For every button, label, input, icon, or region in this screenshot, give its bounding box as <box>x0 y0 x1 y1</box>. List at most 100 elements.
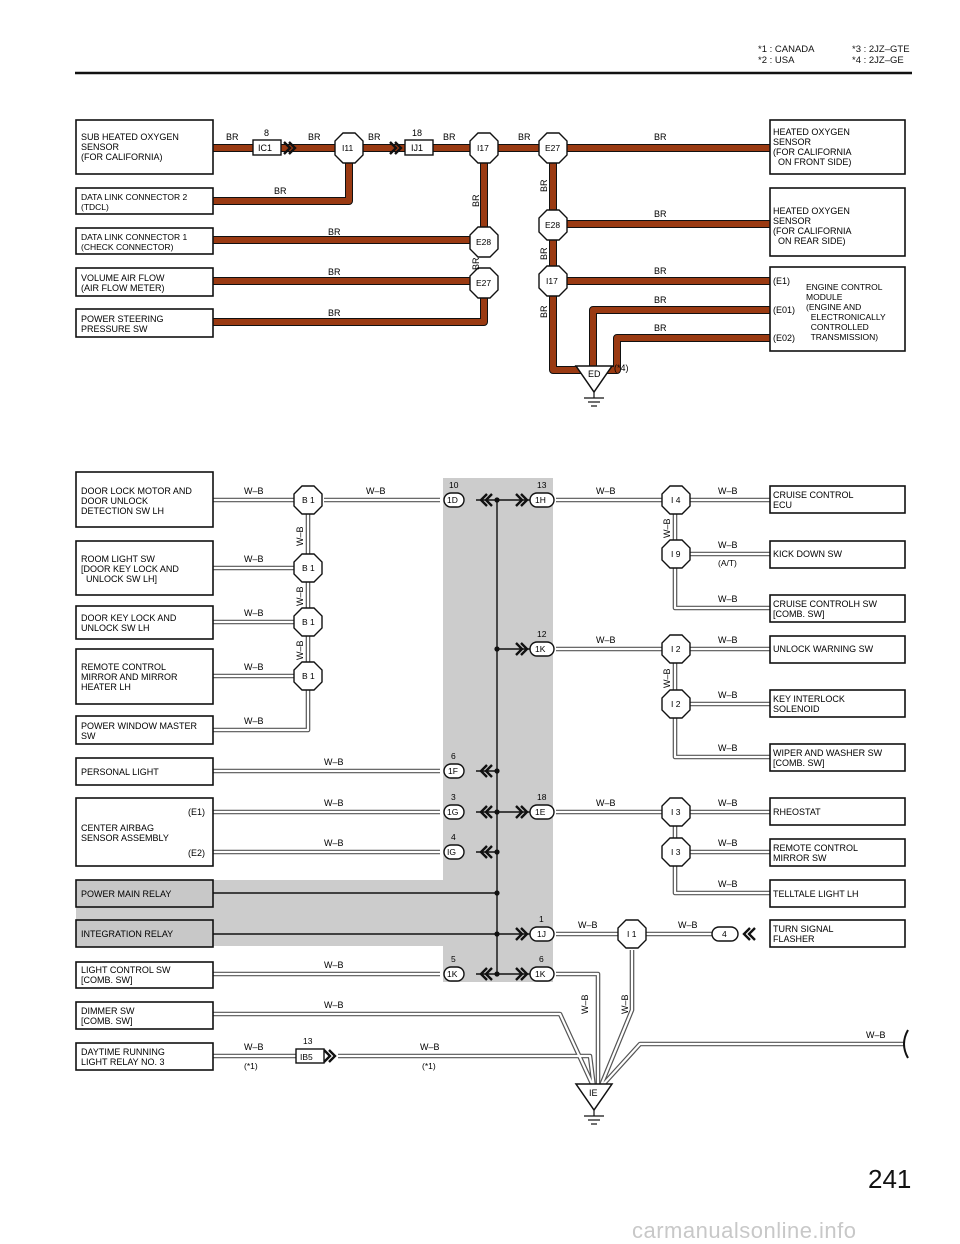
wb-label: W–B <box>662 668 672 688</box>
conn-1f: 1F <box>448 766 458 776</box>
room-light-label: UNLOCK SW LH] <box>81 574 157 584</box>
pw-master-label: SW <box>81 731 96 741</box>
br-label: BR <box>654 132 667 142</box>
cruise-sw-label: CRUISE CONTROLH SW <box>773 599 878 609</box>
junction-e27: E27 <box>545 143 560 153</box>
dlc2-label-1: DATA LINK CONNECTOR 2 <box>81 192 188 202</box>
conn-ig: IG <box>447 847 456 857</box>
room-light-label: [DOOR KEY LOCK AND <box>81 564 179 574</box>
wb-label: W–B <box>295 640 305 660</box>
light-ctrl-label: LIGHT CONTROL SW <box>81 965 171 975</box>
airbag-pin-e1: (E1) <box>188 807 205 817</box>
rheostat-label: RHEOSTAT <box>773 807 821 817</box>
br-label: BR <box>328 227 341 237</box>
upper-connector-ij1: IJ1 18 <box>388 128 434 156</box>
header-notes-right: *3 : 2JZ–GTE *4 : 2JZ–GE <box>852 44 910 66</box>
wb-label: W–B <box>718 635 738 645</box>
br-label: BR <box>328 308 341 318</box>
wb-label: W–B <box>718 690 738 700</box>
wb-label: W–B <box>718 879 738 889</box>
ho2r-label-3: (FOR CALIFORNIA <box>773 226 852 236</box>
junction-i17: I17 <box>477 143 489 153</box>
kickdown-label: KICK DOWN SW <box>773 549 843 559</box>
wb-label: W–B <box>295 526 305 546</box>
wb-label: W–B <box>678 920 698 930</box>
dlc2-label-2: (TDCL) <box>81 202 109 212</box>
vaf-label-1: VOLUME AIR FLOW <box>81 273 165 283</box>
sub-o2-label-2: SENSOR <box>81 142 120 152</box>
dlc1-label-2: (CHECK CONNECTOR) <box>81 242 174 252</box>
rc-mirror-label: MIRROR SW <box>773 853 827 863</box>
junction-i1: I 1 <box>627 929 637 939</box>
int-relay-label: INTEGRATION RELAY <box>81 929 173 939</box>
junction-i3: I 3 <box>671 847 681 857</box>
br-label: BR <box>443 132 456 142</box>
turn-flasher-label: FLASHER <box>773 934 815 944</box>
conn-1k-pin: 12 <box>537 629 547 639</box>
wb-label: W–B <box>580 994 590 1014</box>
ground-ed-label: ED <box>588 369 601 379</box>
wb-label: W–B <box>324 838 344 848</box>
airbag-label: SENSOR ASSEMBLY <box>81 833 169 843</box>
br-label: BR <box>518 132 531 142</box>
note-2jz-gte: *3 : 2JZ–GTE <box>852 44 910 55</box>
header-notes-left: *1 : CANADA *2 : USA <box>758 44 815 66</box>
door-lock-label: DOOR UNLOCK <box>81 496 148 506</box>
br-label: BR <box>654 295 667 305</box>
wb-label: W–B <box>718 838 738 848</box>
wiper-label: WIPER AND WASHER SW <box>773 748 883 758</box>
conn-ib5: IB5 <box>300 1052 313 1062</box>
br-label: BR <box>654 209 667 219</box>
lower-left-text: DOOR LOCK MOTOR AND DOOR UNLOCK DETECTIO… <box>81 486 205 1067</box>
wb-label: W–B <box>620 994 630 1014</box>
lower-left-boxes <box>75 471 214 1071</box>
conn-ig-pin: 4 <box>451 832 456 842</box>
wb-label: W–B <box>596 635 616 645</box>
conn-1e-pin: 18 <box>537 792 547 802</box>
upper-left-components <box>75 119 906 352</box>
sub-o2-label-3: (FOR CALIFORNIA) <box>81 152 163 162</box>
dlc1-label-1: DATA LINK CONNECTOR 1 <box>81 232 188 242</box>
lower-junctions <box>293 485 691 949</box>
conn-1g: 1G <box>447 807 458 817</box>
conn-1k: 1K <box>535 644 546 654</box>
door-lock-label: DETECTION SW LH <box>81 506 164 516</box>
ho2r-label-1: HEATED OXYGEN <box>773 206 850 216</box>
junction-i11: I11 <box>342 143 353 153</box>
wb-label: W–B <box>324 960 344 970</box>
upper-junction-labels: I11 I17 E27 E28 E28 E27 I17 <box>342 143 560 288</box>
upper-connector-ic1: IC1 8 <box>252 128 297 156</box>
canada-note: (*1) <box>244 1061 258 1071</box>
br-label: BR <box>328 267 341 277</box>
ecm-label-3: (ENGINE AND <box>806 302 861 312</box>
wb-label: W–B <box>244 662 264 672</box>
conn-4: 4 <box>722 929 727 939</box>
wiper-label: [COMB. SW] <box>773 758 825 768</box>
br-label: BR <box>308 132 321 142</box>
light-ctrl-label: [COMB. SW] <box>81 975 133 985</box>
ground-ie-label: IE <box>589 1088 598 1098</box>
conn-1h-pin: 13 <box>537 480 547 490</box>
wire-continuation-bracket <box>903 1029 909 1059</box>
ecm-label-5: CONTROLLED <box>806 322 869 332</box>
ps-label-2: PRESSURE SW <box>81 324 148 334</box>
br-label: BR <box>226 132 239 142</box>
wb-label: W–B <box>244 608 264 618</box>
upper-br-wires-color <box>213 145 772 373</box>
conn-1d: 1D <box>447 495 458 505</box>
wb-label: W–B <box>662 518 672 538</box>
br-label: BR <box>539 305 549 318</box>
jb-connector-labels: 1D 10 1H 13 1K 12 1F 6 1G 3 1E 18 IG 4 1… <box>300 480 727 1062</box>
ecm-label-2: MODULE <box>806 292 843 302</box>
note-canada: *1 : CANADA <box>758 44 815 55</box>
mirror-heater-label: MIRROR AND MIRROR <box>81 672 178 682</box>
ground-ed-note: (*4) <box>614 363 629 373</box>
drl-label: DAYTIME RUNNING <box>81 1047 165 1057</box>
drl-label: LIGHT RELAY NO. 3 <box>81 1057 165 1067</box>
wb-label: W–B <box>324 1000 344 1010</box>
lower-right-boxes <box>769 485 906 948</box>
upper-junctions <box>334 132 568 299</box>
wb-label: W–B <box>718 540 738 550</box>
conn-1e: 1E <box>535 807 546 817</box>
junction-b1: B 1 <box>302 671 315 681</box>
